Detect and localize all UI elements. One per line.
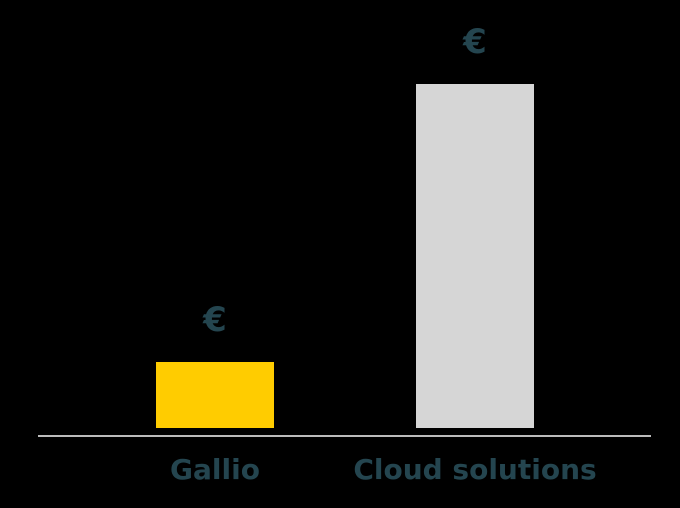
euro-icon: € (463, 22, 487, 62)
x-axis-line (38, 435, 651, 437)
x-tick-label-cloud-solutions: Cloud solutions (353, 453, 597, 486)
x-tick-label-gallio: Gallio (170, 453, 260, 486)
bar-gallio (156, 362, 274, 428)
euro-icon: € (203, 300, 227, 340)
bar-cloud-solutions (416, 84, 534, 428)
